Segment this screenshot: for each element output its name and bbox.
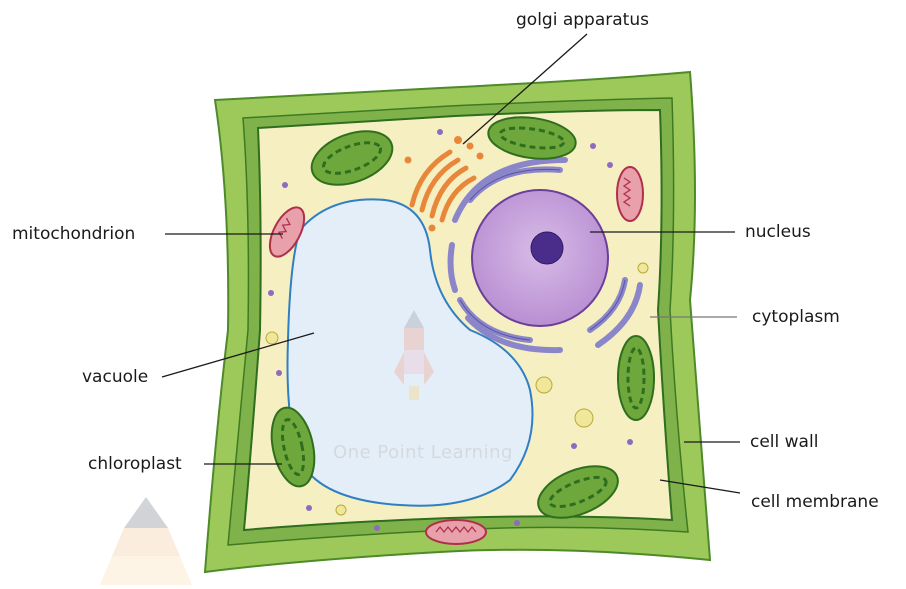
nucleolus (531, 232, 563, 264)
label-cell-wall: cell wall (750, 432, 818, 452)
label-cytoplasm: cytoplasm (752, 307, 840, 327)
label-golgi-apparatus: golgi apparatus (516, 10, 649, 30)
watermark-logo-corner (100, 497, 192, 585)
watermark-text: One Point Learning (333, 442, 513, 463)
label-chloroplast: chloroplast (88, 454, 182, 474)
label-cell-membrane: cell membrane (751, 492, 879, 512)
mitochondrion-2 (617, 167, 643, 221)
label-nucleus: nucleus (745, 222, 811, 242)
label-vacuole: vacuole (82, 367, 148, 387)
mitochondrion-3 (426, 520, 486, 544)
chloroplast-3 (618, 336, 654, 420)
label-mitochondrion: mitochondrion (12, 224, 135, 244)
